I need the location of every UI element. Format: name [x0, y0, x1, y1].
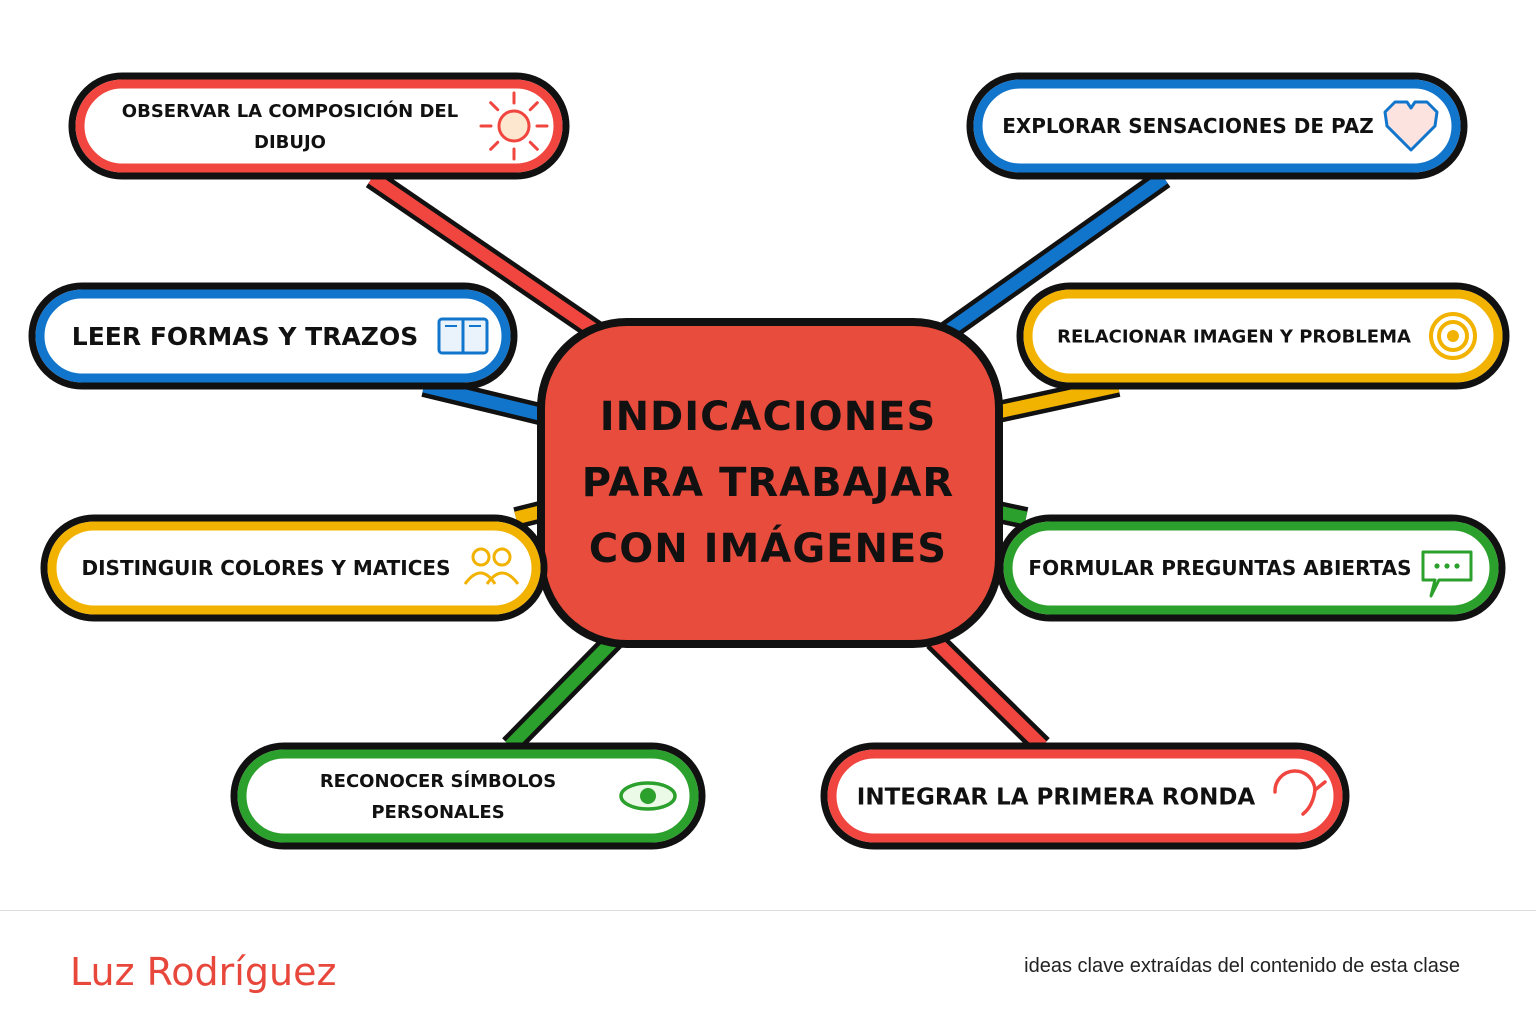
node-label: PERSONALES — [371, 802, 504, 823]
node-label: DISTINGUIR COLORES Y MATICES — [82, 556, 451, 580]
node-leer: LEER FORMAS Y TRAZOS — [28, 282, 518, 390]
node-ring — [47, 521, 541, 615]
node-ring — [1003, 521, 1499, 615]
node-integrar: INTEGRAR LA PRIMERA RONDA — [820, 742, 1350, 850]
node-ring — [973, 79, 1461, 173]
chat-bubble-icon — [1421, 550, 1473, 598]
node-relacionar: RELACIONAR IMAGEN Y PROBLEMA — [1016, 282, 1510, 390]
node-formular: FORMULAR PREGUNTAS ABIERTAS — [996, 514, 1506, 622]
target-icon — [1429, 312, 1477, 360]
node-ring — [237, 749, 699, 843]
people-icon — [463, 547, 520, 585]
central-topic: INDICACIONES PARA TRABAJAR CON IMÁGENES — [537, 318, 1003, 648]
node-reconocer: RECONOCER SÍMBOLOS PERSONALES — [230, 742, 706, 850]
node-label: LEER FORMAS Y TRAZOS — [72, 322, 418, 351]
node-label: RELACIONAR IMAGEN Y PROBLEMA — [1057, 326, 1411, 347]
sun-icon — [479, 91, 549, 161]
connector-integrar — [926, 632, 1050, 754]
topic-nodes: OBSERVAR LA COMPOSICIÓN DEL DIBUJO EXPLORA… — [28, 72, 1510, 850]
book-icon — [437, 317, 489, 355]
eye-icon — [619, 781, 677, 811]
connector-observar — [365, 168, 613, 348]
central-topic-line: PARA TRABAJAR — [582, 460, 954, 506]
node-observar: OBSERVAR LA COMPOSICIÓN DEL DIBUJO — [68, 72, 570, 180]
connector-relacionar — [995, 375, 1121, 423]
node-label: FORMULAR PREGUNTAS ABIERTAS — [1028, 556, 1411, 580]
central-topic-line: CON IMÁGENES — [589, 524, 947, 572]
node-ring — [1023, 289, 1503, 383]
connector-explorar — [931, 169, 1171, 347]
connector-leer — [421, 375, 551, 427]
central-topic-line: INDICACIONES — [600, 394, 937, 440]
node-label: RECONOCER SÍMBOLOS — [320, 770, 556, 792]
node-distinguir: DISTINGUIR COLORES Y MATICES — [40, 514, 548, 622]
node-label: OBSERVAR LA COMPOSICIÓN DEL — [122, 100, 458, 122]
node-label: EXPLORAR SENSACIONES DE PAZ — [1002, 114, 1374, 138]
author-name: Luz Rodríguez — [70, 950, 337, 994]
node-ring — [75, 79, 563, 173]
node-label: INTEGRAR LA PRIMERA RONDA — [857, 784, 1256, 810]
central-topic-box — [537, 318, 1003, 648]
node-ring — [827, 749, 1343, 843]
node-ring — [35, 289, 511, 383]
footer-caption: ideas clave extraídas del contenido de e… — [1024, 955, 1460, 977]
footer-divider — [0, 910, 1536, 911]
heart-icon — [1383, 100, 1439, 152]
node-explorar: EXPLORAR SENSACIONES DE PAZ — [966, 72, 1468, 180]
connectors — [365, 168, 1171, 754]
connector-reconocer — [502, 632, 622, 754]
node-label: DIBUJO — [254, 132, 326, 153]
refresh-icon — [1273, 769, 1327, 816]
